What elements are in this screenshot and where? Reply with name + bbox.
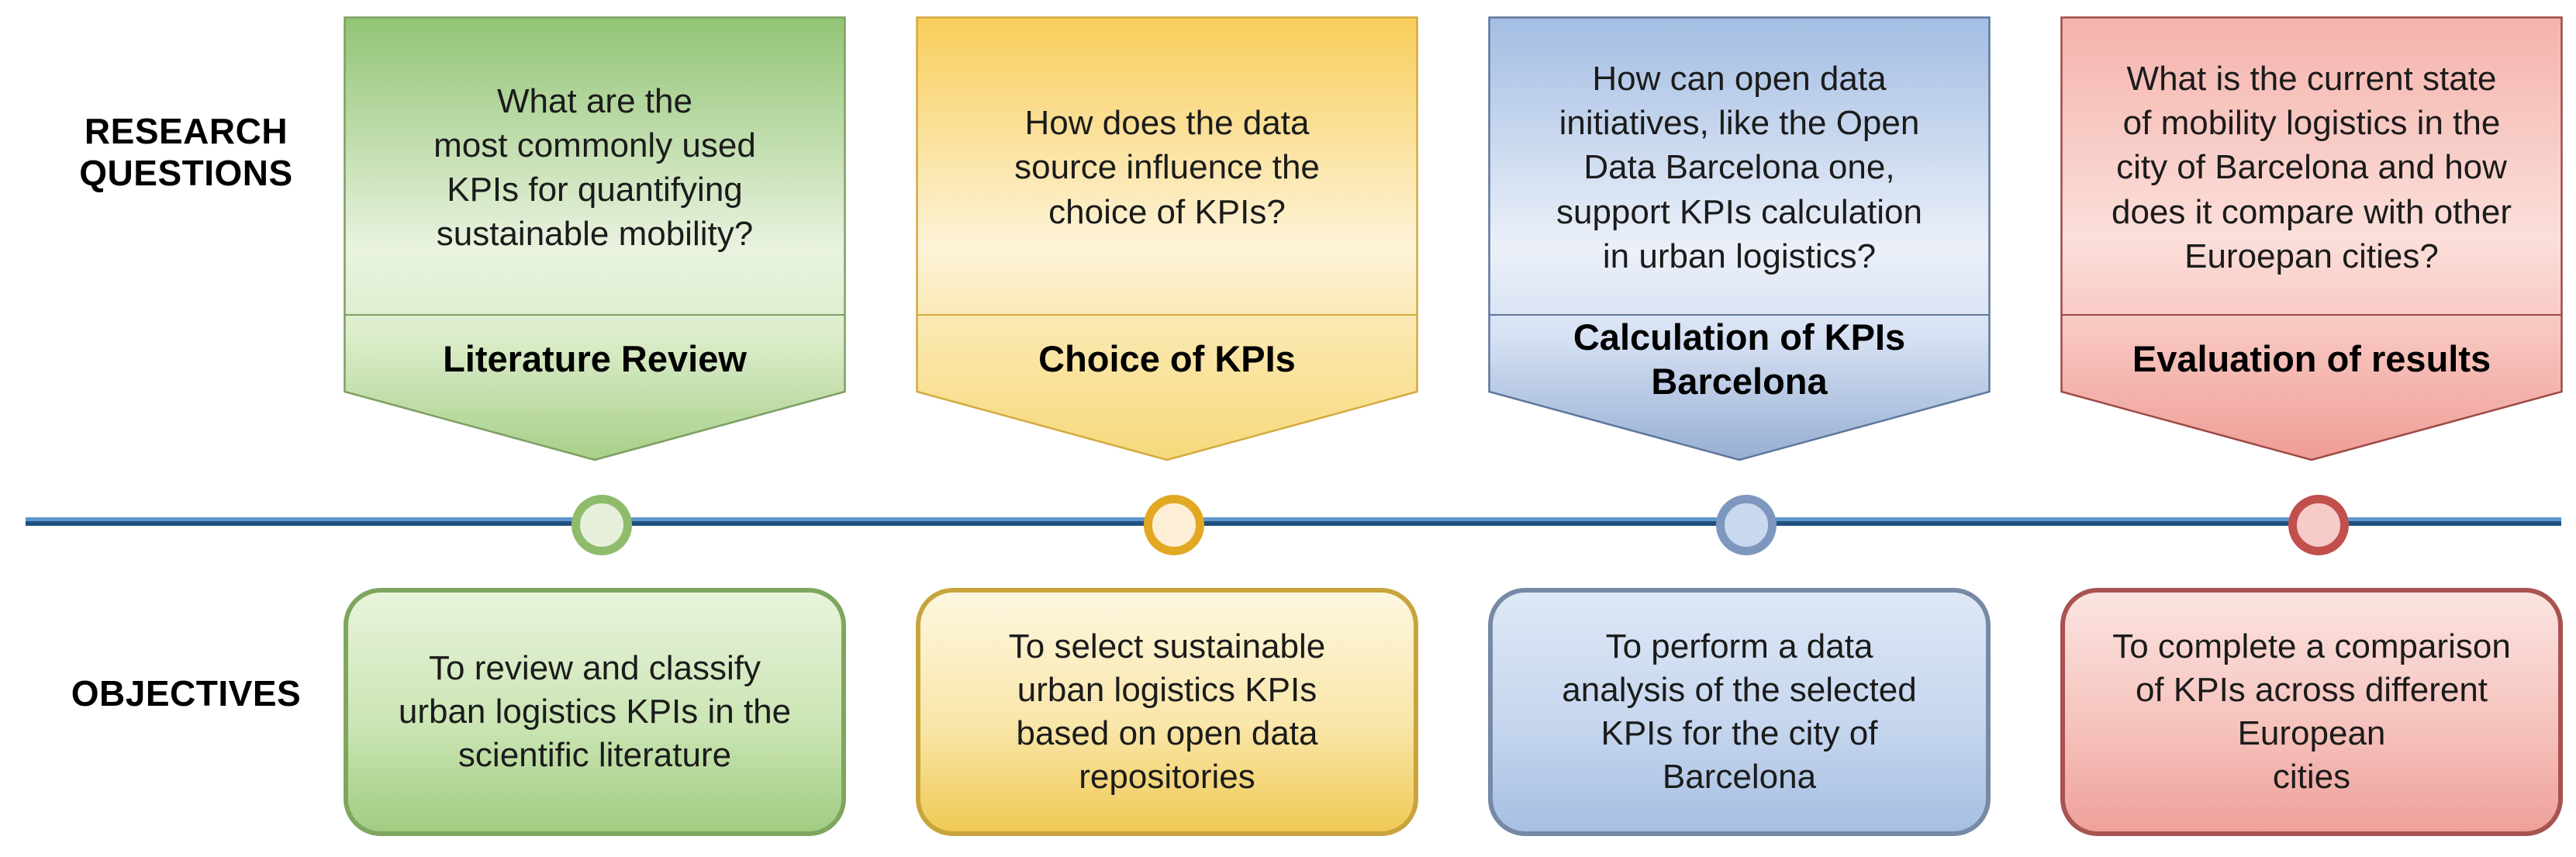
down-arrow-banner-shape [916, 16, 1418, 461]
question-text: How does the data source influence the c… [1014, 104, 1320, 231]
timeline-line [26, 517, 2561, 526]
timeline-marker-green [571, 495, 632, 555]
objectives-row-label: OBJECTIVES [71, 673, 302, 714]
research-questions-row-label: RESEARCH QUESTIONS [79, 111, 293, 193]
column-literature-review: What are the most commonly used KPIs for… [344, 0, 846, 857]
question-text: What are the most commonly used KPIs for… [433, 81, 756, 254]
objective-box-yellow: To select sustainable urban logistics KP… [916, 588, 1418, 836]
objective-box-red: To complete a comparison of KPIs across … [2060, 588, 2563, 836]
question-banner-blue: How can open data initiatives, like the … [1488, 16, 1991, 461]
question-banner-yellow: How does the data source influence the c… [916, 16, 1418, 461]
question-text: What is the current state of mobility lo… [2111, 60, 2512, 275]
question-banner-red: What is the current state of mobility lo… [2060, 16, 2563, 461]
objective-box-blue: To perform a data analysis of the select… [1488, 588, 1991, 836]
step-label: Choice of KPIs [1038, 338, 1296, 380]
down-arrow-banner-shape [1488, 16, 1991, 461]
column-choice-of-kpis: How does the data source influence the c… [916, 0, 1418, 857]
timeline-marker-yellow [1144, 495, 1204, 555]
timeline-marker-red [2288, 495, 2349, 555]
column-calculation-of-kpis: How can open data initiatives, like the … [1488, 0, 1991, 857]
objective-box-green: To review and classify urban logistics K… [344, 588, 846, 836]
timeline-marker-blue [1716, 495, 1777, 555]
step-label: Literature Review [443, 338, 747, 380]
down-arrow-banner-shape [2060, 16, 2563, 461]
question-text: How can open data initiatives, like the … [1556, 60, 1923, 275]
step-label: Evaluation of results [2132, 338, 2491, 380]
down-arrow-banner-shape [344, 16, 846, 461]
column-evaluation-of-results: What is the current state of mobility lo… [2060, 0, 2563, 857]
step-label: Calculation of KPIs Barcelona [1573, 316, 1906, 402]
question-banner-green: What are the most commonly used KPIs for… [344, 16, 846, 461]
